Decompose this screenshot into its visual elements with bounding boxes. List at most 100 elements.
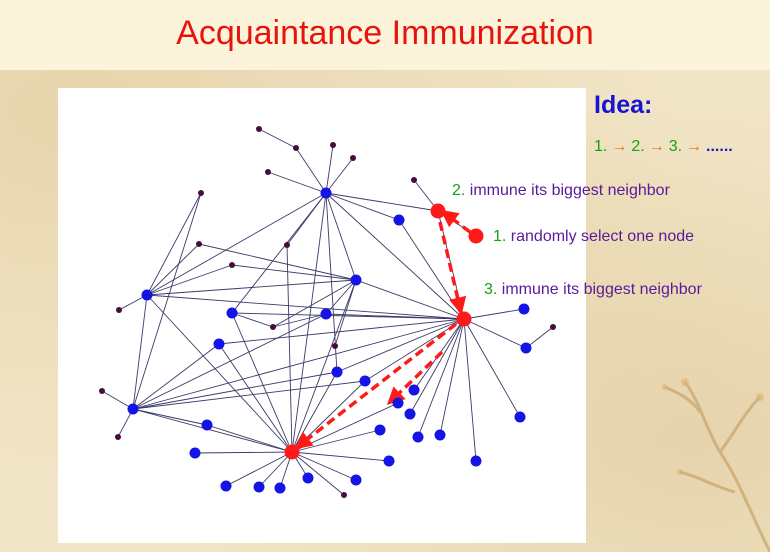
graph-node — [253, 481, 265, 493]
graph-edge — [336, 318, 465, 373]
path-arrow — [386, 350, 444, 405]
graph-node-small — [332, 343, 338, 349]
graph-edge — [146, 279, 357, 296]
graph-node — [226, 307, 238, 319]
graph-edge — [231, 264, 357, 281]
graph-edge — [132, 294, 148, 410]
idea-step-3: 3. — [668, 138, 683, 155]
annotation-text: immune its biggest neighbor — [501, 281, 702, 298]
graph-node-small — [330, 142, 336, 148]
graph-edge — [146, 243, 200, 296]
arrow-right-icon: → — [648, 138, 665, 155]
graph-node-small — [115, 434, 121, 440]
graph-node — [520, 342, 532, 354]
arrow-right-icon: → — [611, 138, 628, 155]
graph-node — [392, 397, 404, 409]
graph-node — [359, 375, 371, 387]
graph-edge — [132, 371, 338, 410]
graph-node-small — [116, 307, 122, 313]
graph-edge — [258, 128, 297, 149]
annotation-number: 1. — [493, 228, 507, 245]
graph-edge — [272, 313, 327, 328]
slide-title: Acquaintance Immunization — [176, 14, 594, 52]
graph-edge — [132, 408, 293, 453]
graph-edge — [325, 192, 400, 221]
graph-node-small — [198, 190, 204, 196]
graph-edge — [231, 192, 327, 314]
graph-node — [514, 411, 526, 423]
graph-node-small — [350, 155, 356, 161]
graph-edge — [463, 318, 477, 462]
graph-edge — [146, 294, 293, 453]
immunized-node — [430, 203, 446, 219]
graph-node — [320, 308, 332, 320]
immunization-path — [294, 209, 472, 450]
graph-node-small — [196, 241, 202, 247]
graph-edge — [286, 244, 293, 453]
graph-edge — [231, 312, 465, 320]
graph-node — [331, 366, 343, 378]
graph-edge — [463, 308, 525, 320]
graph-edge — [463, 318, 527, 349]
graph-edge — [291, 380, 366, 453]
graph-edge — [325, 279, 357, 315]
graph-node-small — [270, 324, 276, 330]
graph-edge — [132, 380, 366, 410]
annotation-number: 3. — [484, 281, 498, 298]
graph-edge — [325, 192, 338, 373]
graph-node — [374, 424, 386, 436]
graph-edge — [146, 192, 327, 296]
graph-nodes — [99, 126, 556, 498]
graph-node — [201, 419, 213, 431]
graph-edge — [398, 219, 465, 320]
graph-edge — [194, 451, 293, 454]
graph-node-small — [229, 262, 235, 268]
graph-edge — [132, 408, 208, 426]
graph-node-small — [550, 324, 556, 330]
idea-step-2: 2. — [631, 138, 645, 155]
graph-edge — [101, 390, 134, 410]
graph-node — [518, 303, 530, 315]
graph-edge — [355, 279, 465, 320]
graph-edge — [146, 264, 233, 296]
graph-node — [470, 455, 482, 467]
graph-node-small — [265, 169, 271, 175]
annotation-text: randomly select one node — [510, 228, 695, 245]
arrow-right-icon: → — [686, 138, 703, 155]
graph-edge — [198, 243, 357, 281]
immunized-node — [284, 444, 300, 460]
graph-edge — [146, 294, 465, 320]
graph-edge — [231, 312, 274, 328]
graph-edge — [291, 371, 338, 453]
graph-edge — [334, 279, 357, 347]
graph-edge — [231, 312, 293, 453]
graph-node-small — [411, 177, 417, 183]
graph-edge — [218, 318, 465, 345]
path-arrow — [438, 221, 467, 315]
graph-edge — [291, 279, 357, 453]
graph-node-hub — [350, 274, 362, 286]
annotation-step-3: 3. immune its biggest neighbor — [484, 281, 702, 299]
annotation-text: immune its biggest neighbor — [469, 182, 670, 199]
graph-edge — [225, 451, 293, 487]
graph-edge — [525, 326, 554, 349]
graph-node — [408, 384, 420, 396]
graph-edge — [132, 343, 220, 410]
graph-edge — [291, 451, 390, 462]
graph-node-hub — [320, 187, 332, 199]
graph-edge — [325, 157, 354, 194]
idea-heading: Idea: — [594, 91, 653, 119]
graph-edge — [325, 144, 334, 194]
graph-node — [412, 431, 424, 443]
graph-edge — [206, 424, 293, 453]
graph-node — [383, 455, 395, 467]
graph-node-hub — [141, 289, 153, 301]
idea-step-1: 1. — [594, 138, 608, 155]
graph-edge — [267, 171, 327, 194]
path-arrow — [440, 209, 472, 234]
graph-edge — [439, 318, 465, 436]
graph-node-small — [284, 242, 290, 248]
graph-node-small — [256, 126, 262, 132]
graph-edge — [364, 318, 465, 382]
